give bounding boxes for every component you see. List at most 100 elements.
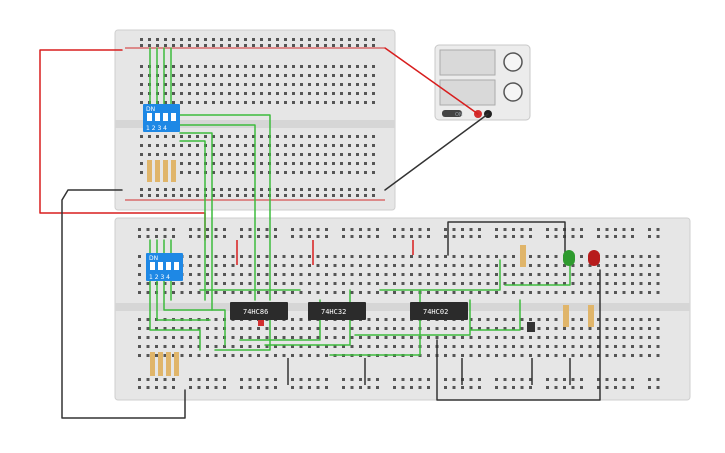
breadboard-hole[interactable] (563, 327, 566, 330)
breadboard-hole[interactable] (393, 255, 396, 258)
breadboard-hole[interactable] (546, 255, 549, 258)
breadboard-hole[interactable] (212, 162, 215, 165)
breadboard-hole[interactable] (529, 378, 532, 381)
breadboard-hole[interactable] (276, 101, 279, 104)
breadboard-hole[interactable] (520, 345, 524, 348)
breadboard-hole[interactable] (180, 83, 183, 86)
breadboard-hole[interactable] (342, 345, 345, 348)
breadboard-hole[interactable] (340, 153, 343, 156)
breadboard-hole[interactable] (614, 282, 617, 285)
breadboard-hole[interactable] (214, 345, 218, 348)
breadboard-hole[interactable] (244, 83, 247, 86)
breadboard-hole[interactable] (164, 74, 167, 77)
breadboard-hole[interactable] (546, 228, 549, 231)
breadboard-hole[interactable] (367, 291, 371, 294)
breadboard-hole[interactable] (563, 378, 566, 381)
breadboard-hole[interactable] (546, 282, 549, 285)
breadboard-hole[interactable] (356, 188, 359, 191)
breadboard-hole[interactable] (384, 282, 388, 285)
breadboard-hole[interactable] (180, 291, 184, 294)
breadboard-hole[interactable] (461, 354, 464, 357)
breadboard-hole[interactable] (146, 378, 150, 381)
breadboard-hole[interactable] (324, 144, 327, 147)
breadboard-hole[interactable] (452, 282, 456, 285)
breadboard-hole[interactable] (299, 386, 303, 389)
breadboard-hole[interactable] (384, 336, 388, 339)
breadboard-hole[interactable] (164, 38, 167, 41)
breadboard-hole[interactable] (240, 235, 243, 238)
breadboard-hole[interactable] (631, 228, 634, 231)
breadboard-hole[interactable] (265, 386, 269, 389)
breadboard-hole[interactable] (631, 264, 634, 267)
breadboard-hole[interactable] (212, 83, 215, 86)
breadboard-hole[interactable] (452, 336, 456, 339)
breadboard-hole[interactable] (324, 194, 327, 197)
breadboard-hole[interactable] (164, 144, 167, 147)
breadboard-hole[interactable] (206, 228, 209, 231)
breadboard-hole[interactable] (300, 65, 303, 68)
breadboard-hole[interactable] (452, 386, 456, 389)
breadboard-hole[interactable] (284, 144, 287, 147)
breadboard-hole[interactable] (138, 378, 141, 381)
breadboard-hole[interactable] (486, 345, 490, 348)
breadboard-hole[interactable] (622, 318, 626, 321)
breadboard-hole[interactable] (639, 318, 643, 321)
breadboard-hole[interactable] (359, 291, 362, 294)
breadboard-hole[interactable] (622, 255, 626, 258)
breadboard-hole[interactable] (252, 194, 255, 197)
breadboard-hole[interactable] (265, 273, 269, 276)
breadboard-hole[interactable] (156, 144, 159, 147)
breadboard-hole[interactable] (228, 38, 231, 41)
breadboard-hole[interactable] (376, 318, 379, 321)
breadboard-hole[interactable] (189, 386, 192, 389)
breadboard-hole[interactable] (140, 162, 143, 165)
breadboard-hole[interactable] (478, 345, 481, 348)
breadboard-hole[interactable] (605, 336, 609, 339)
breadboard-hole[interactable] (308, 38, 311, 41)
breadboard-hole[interactable] (148, 38, 151, 41)
breadboard-hole[interactable] (656, 291, 660, 294)
breadboard-hole[interactable] (372, 162, 375, 165)
breadboard-hole[interactable] (597, 318, 600, 321)
breadboard-hole[interactable] (372, 92, 375, 95)
breadboard-hole[interactable] (427, 327, 430, 330)
breadboard-hole[interactable] (138, 345, 141, 348)
breadboard-hole[interactable] (172, 144, 175, 147)
breadboard-hole[interactable] (163, 386, 167, 389)
breadboard-hole[interactable] (410, 273, 413, 276)
breadboard-hole[interactable] (367, 255, 371, 258)
breadboard-hole[interactable] (148, 194, 151, 197)
breadboard-hole[interactable] (435, 255, 439, 258)
breadboard-hole[interactable] (189, 354, 192, 357)
breadboard-hole[interactable] (248, 378, 252, 381)
breadboard-hole[interactable] (639, 255, 643, 258)
breadboard-hole[interactable] (648, 273, 651, 276)
breadboard-hole[interactable] (325, 378, 328, 381)
breadboard-hole[interactable] (563, 345, 566, 348)
breadboard-hole[interactable] (231, 273, 235, 276)
breadboard-hole[interactable] (300, 83, 303, 86)
breadboard-hole[interactable] (138, 354, 141, 357)
breadboard-hole[interactable] (172, 378, 175, 381)
breadboard-hole[interactable] (172, 336, 175, 339)
breadboard-hole[interactable] (656, 264, 660, 267)
breadboard-hole[interactable] (520, 235, 524, 238)
breadboard-hole[interactable] (340, 135, 343, 138)
breadboard-hole[interactable] (316, 354, 320, 357)
breadboard-hole[interactable] (656, 378, 660, 381)
breadboard-hole[interactable] (274, 345, 277, 348)
breadboard-hole[interactable] (308, 188, 311, 191)
breadboard-hole[interactable] (316, 194, 319, 197)
breadboard-hole[interactable] (478, 273, 481, 276)
breadboard-hole[interactable] (537, 291, 541, 294)
breadboard-hole[interactable] (546, 386, 549, 389)
breadboard-hole[interactable] (605, 235, 609, 238)
breadboard-hole[interactable] (291, 378, 294, 381)
breadboard-hole[interactable] (605, 378, 609, 381)
breadboard-hole[interactable] (292, 188, 295, 191)
breadboard-hole[interactable] (228, 83, 231, 86)
breadboard-hole[interactable] (340, 171, 343, 174)
resistors-top[interactable] (147, 160, 176, 182)
breadboard-hole[interactable] (588, 291, 592, 294)
